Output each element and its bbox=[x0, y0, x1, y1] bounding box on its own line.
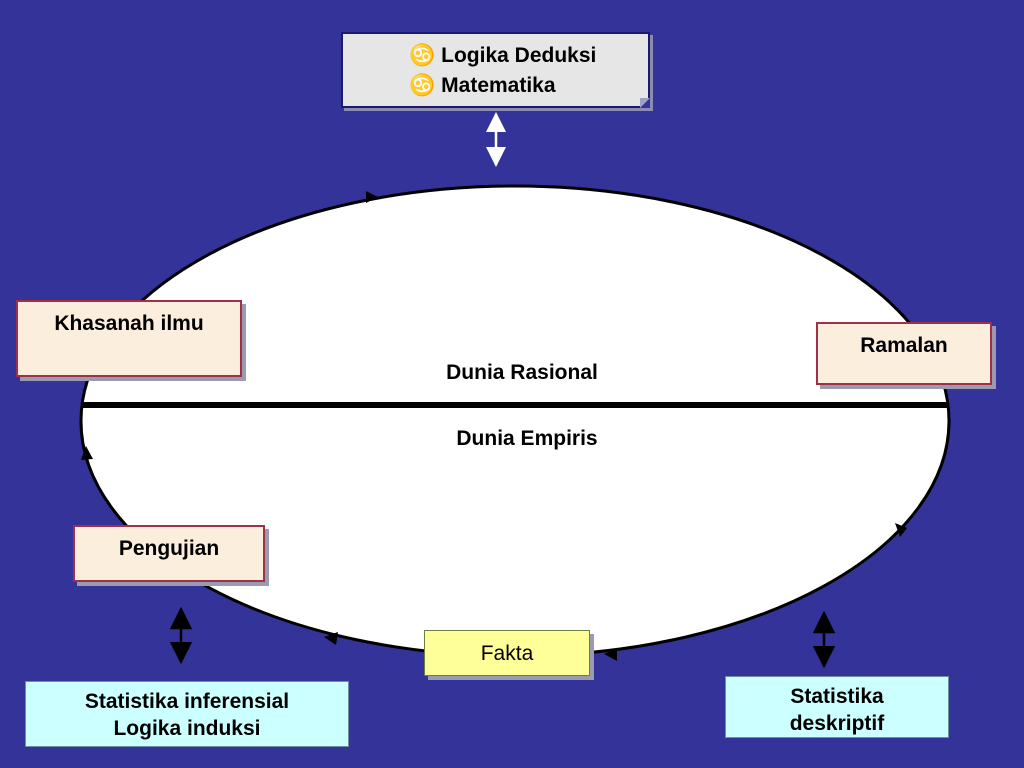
cancer-bullet-icon: ♋ bbox=[409, 44, 436, 67]
statistika-deskriptif-box: Statistika deskriptif bbox=[725, 676, 949, 738]
cycle-ellipse bbox=[79, 184, 951, 658]
cycle-arrow-left bbox=[81, 446, 93, 460]
khasanah-ilmu-box: Khasanah ilmu bbox=[16, 300, 242, 377]
cancer-bullet-icon: ♋ bbox=[409, 74, 436, 97]
dunia-rasional-label: Dunia Rasional bbox=[446, 361, 598, 384]
note-item-logika-deduksi: ♋Logika Deduksi bbox=[409, 41, 648, 71]
page-fold-corner bbox=[640, 98, 650, 108]
cycle-arrow-right bbox=[895, 523, 907, 537]
note-item-matematika: ♋Matematika bbox=[409, 71, 648, 101]
dunia-empiris-label: Dunia Empiris bbox=[456, 427, 598, 450]
ramalan-box: Ramalan bbox=[816, 322, 992, 385]
deduction-note-box: ♋Logika Deduksi ♋Matematika bbox=[341, 32, 650, 108]
deskriptif-line-2: deskriptif bbox=[789, 712, 885, 735]
pengujian-box: Pengujian bbox=[73, 525, 265, 582]
statistika-inferensial-box: Statistika inferensial Logika induksi bbox=[25, 681, 349, 747]
cycle-arrow-top bbox=[366, 191, 378, 203]
deskriptif-line-1: Statistika bbox=[790, 685, 884, 708]
cycle-arrow-bottom-left bbox=[324, 632, 338, 645]
cycle-arrow-bottom-right bbox=[604, 648, 617, 661]
inferensial-line-2: Logika induksi bbox=[113, 717, 261, 740]
note-item-label: Logika Deduksi bbox=[441, 44, 597, 67]
inferensial-line-1: Statistika inferensial bbox=[84, 690, 290, 713]
fakta-box: Fakta bbox=[424, 630, 590, 676]
note-item-label: Matematika bbox=[441, 74, 556, 97]
